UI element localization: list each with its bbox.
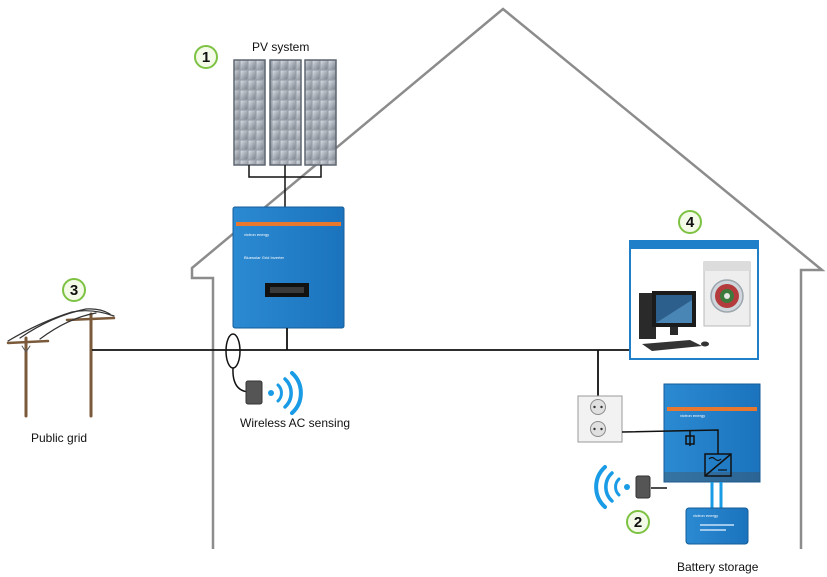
badge-battery-number: 2 xyxy=(634,514,642,531)
battery-icon: victron energy xyxy=(685,507,749,545)
badge-battery: 2 xyxy=(626,510,650,534)
badge-pv: 1 xyxy=(194,45,218,69)
pv-system: PV system 1 xyxy=(194,40,337,208)
battery-storage: victron energy victron ene xyxy=(594,383,761,574)
badge-grid-number: 3 xyxy=(70,282,78,299)
wireless-signal-icon xyxy=(268,371,303,415)
public-grid: 3 Public grid xyxy=(6,278,116,445)
inverter-model: Bluesolar Grid Inverter xyxy=(244,255,285,260)
multiplus-inverter-icon: victron energy xyxy=(663,383,761,483)
badge-pv-number: 1 xyxy=(202,49,210,66)
solar-panel-icon xyxy=(233,59,337,166)
wireless-ac-sensing: Wireless AC sensing xyxy=(225,333,350,430)
current-sensor-icon xyxy=(225,333,263,405)
battery-wireless-signal-icon xyxy=(594,465,630,509)
badge-grid: 3 xyxy=(62,278,86,302)
multiplus-brand: victron energy xyxy=(680,413,705,418)
battery-brand: victron energy xyxy=(693,513,718,518)
battery-sensor-icon xyxy=(635,475,651,499)
washing-machine-icon xyxy=(703,261,751,327)
inverter-icon: victron energy Bluesolar Grid Inverter xyxy=(232,206,345,329)
wireless-ac-sensing-label: Wireless AC sensing xyxy=(240,416,350,430)
public-grid-label: Public grid xyxy=(31,431,87,445)
inverter-brand: victron energy xyxy=(244,232,269,237)
badge-loads: 4 xyxy=(678,210,702,234)
battery-storage-label: Battery storage xyxy=(677,560,759,574)
computer-icon xyxy=(639,291,709,351)
pv-system-label: PV system xyxy=(252,40,309,54)
badge-loads-number: 4 xyxy=(686,214,695,231)
pv-wiring xyxy=(248,165,322,208)
wall-socket-icon xyxy=(577,395,623,443)
power-pole-icon xyxy=(6,308,116,418)
multiplus-schematic xyxy=(621,429,732,477)
house-outline xyxy=(190,7,826,549)
loads: 4 xyxy=(629,210,759,360)
